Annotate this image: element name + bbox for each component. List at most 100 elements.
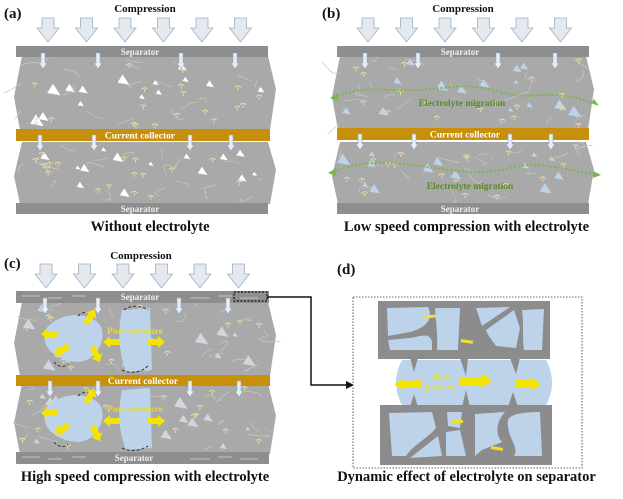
pore-void bbox=[422, 163, 434, 173]
particle-boundary bbox=[246, 434, 270, 437]
particle-boundary bbox=[477, 78, 491, 85]
particle-boundary bbox=[478, 153, 488, 157]
pore-pressure-arrow bbox=[82, 388, 97, 405]
pore-pressure-label-lower: Pore pressure bbox=[107, 405, 163, 415]
pore-void bbox=[101, 147, 107, 152]
compression-arrow bbox=[72, 263, 97, 289]
particle-boundary bbox=[343, 98, 361, 102]
migration-label-lower: Electrolyte migration bbox=[427, 182, 514, 192]
compression-arrows bbox=[34, 263, 251, 289]
binder-strand bbox=[132, 123, 140, 129]
separator-bottom bbox=[16, 452, 269, 464]
pore-void bbox=[549, 156, 556, 162]
panel-a-caption: Without electrolyte bbox=[90, 219, 210, 235]
particle-boundary bbox=[244, 364, 259, 372]
separator-bottom-pore-lines bbox=[22, 456, 258, 460]
binder-strand bbox=[163, 350, 171, 356]
pore-pressure-label-upper: Pore pressure bbox=[107, 327, 163, 337]
binder-strand bbox=[140, 104, 147, 110]
binder-strand bbox=[241, 386, 248, 392]
pore-void bbox=[520, 62, 529, 70]
particle-boundary bbox=[237, 74, 252, 82]
pore-void bbox=[531, 152, 538, 158]
binder-strand bbox=[539, 176, 547, 182]
particle-boundary bbox=[204, 445, 214, 450]
particle-boundary bbox=[14, 110, 22, 120]
binder-strand bbox=[557, 105, 565, 111]
separator-bottom-label: Separator bbox=[115, 453, 154, 463]
binder-strand bbox=[46, 161, 53, 167]
binder-strand bbox=[255, 94, 263, 100]
pore-arrow-left bbox=[394, 378, 422, 391]
lower-pores bbox=[389, 412, 542, 458]
pore-arrow-center bbox=[460, 374, 492, 388]
particle-boundary bbox=[172, 60, 176, 66]
small-compression-arrow bbox=[230, 52, 240, 70]
binder-strand bbox=[391, 162, 398, 168]
pore-void bbox=[214, 352, 222, 359]
separator-bottom bbox=[337, 203, 589, 214]
binder-strand bbox=[120, 156, 128, 162]
small-compression-arrow bbox=[546, 133, 556, 151]
binder-strand bbox=[132, 157, 139, 163]
particle-boundary bbox=[524, 72, 530, 80]
particle-boundary bbox=[250, 421, 260, 432]
particle-boundary bbox=[545, 116, 553, 125]
binder-strand bbox=[236, 319, 244, 325]
separator-bottom bbox=[16, 203, 268, 214]
particle-boundary bbox=[63, 85, 75, 96]
particle-boundary bbox=[257, 177, 262, 181]
compression-arrows bbox=[36, 17, 253, 43]
pore-void bbox=[182, 76, 189, 83]
particle-boundary bbox=[86, 110, 104, 119]
binder-strand bbox=[34, 427, 42, 433]
binder-strand bbox=[575, 122, 582, 128]
binder-strand bbox=[82, 387, 90, 393]
particle-boundary bbox=[243, 390, 262, 398]
binder-strand bbox=[493, 194, 501, 200]
binder-strand bbox=[59, 358, 67, 364]
pore-pressure-arrow bbox=[148, 415, 165, 427]
particle-boundary bbox=[201, 184, 217, 190]
panel-a-compression-label: Compression bbox=[114, 3, 176, 15]
pore-void bbox=[206, 80, 214, 88]
binder-strand bbox=[224, 322, 232, 328]
pore-void bbox=[30, 114, 44, 127]
particle-boundary bbox=[491, 155, 493, 160]
particle-boundary bbox=[204, 188, 208, 199]
small-compression-arrow bbox=[355, 133, 365, 151]
pore-void bbox=[160, 429, 172, 440]
particle-boundary bbox=[504, 91, 529, 102]
current-collector bbox=[337, 128, 589, 140]
pore-label-line1: Pore bbox=[433, 371, 450, 381]
small-compression-arrow bbox=[226, 134, 236, 152]
binder-strand bbox=[477, 107, 484, 113]
binder-strand bbox=[54, 161, 62, 167]
binder-strand bbox=[47, 117, 55, 123]
particle-boundary bbox=[155, 80, 173, 88]
binder-strand bbox=[141, 87, 148, 93]
particle-boundary bbox=[357, 83, 361, 90]
compression-arrow bbox=[471, 17, 496, 43]
particle-boundary bbox=[396, 99, 411, 109]
pore-void bbox=[242, 355, 256, 367]
binder-strand bbox=[177, 83, 185, 89]
migration-arrowhead-right-lower bbox=[593, 171, 601, 178]
small-compression-arrow bbox=[493, 52, 503, 70]
particle-boundary bbox=[217, 391, 230, 401]
pore-void bbox=[203, 413, 213, 422]
pore-void bbox=[457, 85, 467, 94]
pore-void bbox=[197, 166, 208, 176]
particle-boundary bbox=[394, 151, 401, 160]
electrolyte-pocket-lower-center bbox=[119, 388, 152, 450]
separator-top-label: Separator bbox=[121, 292, 160, 302]
particle-boundary bbox=[473, 156, 487, 165]
binder-strand bbox=[397, 89, 404, 95]
binder-strand bbox=[358, 177, 366, 183]
binder-strand bbox=[208, 389, 216, 395]
binder-strand bbox=[210, 118, 218, 124]
separator-top-pore-lines bbox=[22, 295, 258, 299]
compression-arrow bbox=[36, 17, 60, 43]
particle-boundary bbox=[451, 185, 457, 196]
separator-bottom-label: Separator bbox=[121, 204, 160, 214]
